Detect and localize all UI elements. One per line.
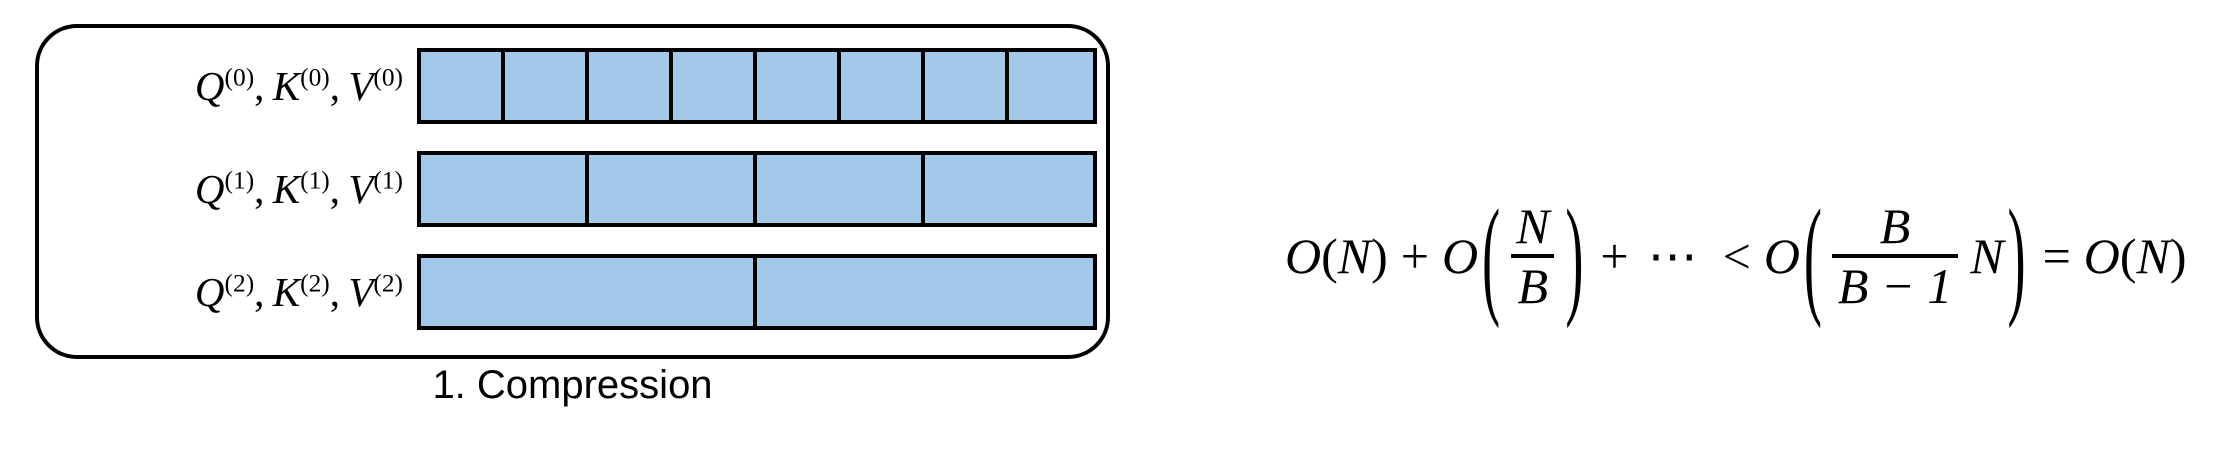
k-superscript-1: (1) [300, 165, 330, 194]
sequence-rows-stack: Q(0), K(0), V(0) Q(1), K(1), V(1) [39, 28, 1106, 355]
formula-multiplied-n: N [1970, 228, 2004, 284]
q-superscript-2: (2) [224, 268, 255, 297]
token-cell [505, 52, 589, 120]
comma-2b: , [329, 268, 349, 315]
formula-paren-close-1: ) [1371, 228, 1388, 284]
formula-n2: N [2136, 228, 2170, 284]
token-cells-level-2 [417, 254, 1097, 330]
token-cells-level-0 [417, 48, 1097, 124]
token-cell [757, 52, 841, 120]
row-label-level-2: Q(2), K(2), V(2) [39, 268, 417, 315]
compression-diagram-panel: Q(0), K(0), V(0) Q(1), K(1), V(1) [35, 24, 1110, 359]
sequence-row-level-1: Q(1), K(1), V(1) [39, 151, 1106, 227]
v-symbol-1: V [348, 165, 374, 212]
formula-big-paren-close-1: ) [1565, 182, 1584, 330]
formula-equals: = [2042, 228, 2071, 284]
formula-o3: O [1763, 228, 1800, 284]
formula-big-paren-open-1: ( [1482, 182, 1501, 330]
token-cell [589, 52, 673, 120]
formula-fraction-b-over-bminus1: B B − 1 [1831, 197, 1959, 313]
formula-paren-open-2: ( [2119, 228, 2137, 284]
formula-big-paren-close-2: ) [2007, 182, 2026, 330]
token-cell [757, 258, 1093, 326]
sequence-row-level-2: Q(2), K(2), V(2) [39, 254, 1106, 330]
formula-group-n-over-b: ( N B ) [1478, 190, 1587, 322]
formula-paren-close-2: ) [2169, 228, 2187, 284]
k-superscript-2: (2) [300, 268, 330, 297]
q-superscript-0: (0) [224, 62, 255, 91]
q-symbol-1: Q [194, 165, 225, 212]
token-cell [925, 52, 1009, 120]
formula-big-paren-open-2: ( [1803, 182, 1822, 330]
diagram-caption: 1. Compression [432, 363, 713, 407]
formula-o4: O [2083, 228, 2120, 284]
formula-o1: O [1285, 228, 1322, 284]
comma-0a: , [254, 62, 273, 109]
comma-2a: , [254, 268, 273, 315]
formula-o2: O [1441, 228, 1479, 284]
v-superscript-2: (2) [373, 268, 403, 297]
k-symbol-1: K [272, 165, 301, 212]
comma-1b: , [329, 165, 349, 212]
formula-n1: N [1337, 228, 1372, 284]
formula-paren-open-1: ( [1321, 228, 1338, 284]
row-label-level-1: Q(1), K(1), V(1) [39, 165, 417, 212]
v-superscript-0: (0) [373, 62, 403, 91]
q-superscript-1: (1) [224, 165, 255, 194]
formula-frac2-denominator: B − 1 [1831, 254, 1959, 313]
sequence-row-level-0: Q(0), K(0), V(0) [39, 48, 1106, 124]
token-cell [421, 52, 505, 120]
token-cell [1009, 52, 1093, 120]
complexity-formula: O(N) + O ( N B ) + ⋯ < O ( B B − 1 N ) =… [1285, 186, 2187, 326]
k-superscript-0: (0) [300, 62, 330, 91]
formula-plus-2: + [1600, 228, 1629, 284]
token-cell [589, 155, 757, 223]
v-superscript-1: (1) [373, 165, 403, 194]
v-symbol-0: V [348, 62, 374, 109]
token-cell [925, 155, 1093, 223]
formula-frac1-numerator: N [1516, 197, 1550, 254]
formula-frac2-numerator: B [1879, 197, 1911, 254]
row-label-level-0: Q(0), K(0), V(0) [39, 62, 417, 109]
q-symbol-2: Q [194, 268, 225, 315]
k-symbol-2: K [272, 268, 301, 315]
comma-0b: , [329, 62, 349, 109]
formula-group-b-over-bminus1-n: ( B B − 1 N ) [1800, 190, 2030, 322]
v-symbol-2: V [348, 268, 374, 315]
formula-plus-1: + [1400, 228, 1429, 284]
token-cell [421, 155, 589, 223]
formula-ellipsis: ⋯ [1647, 228, 1704, 284]
formula-less-than: < [1722, 228, 1751, 284]
formula-fraction-n-over-b: N B [1510, 197, 1555, 313]
token-cell [841, 52, 925, 120]
token-cells-level-1 [417, 151, 1097, 227]
comma-1a: , [254, 165, 273, 212]
token-cell [757, 155, 925, 223]
token-cell [421, 258, 757, 326]
token-cell [673, 52, 757, 120]
formula-frac1-denominator: B [1511, 254, 1555, 313]
q-symbol-0: Q [194, 62, 225, 109]
k-symbol-0: K [272, 62, 301, 109]
